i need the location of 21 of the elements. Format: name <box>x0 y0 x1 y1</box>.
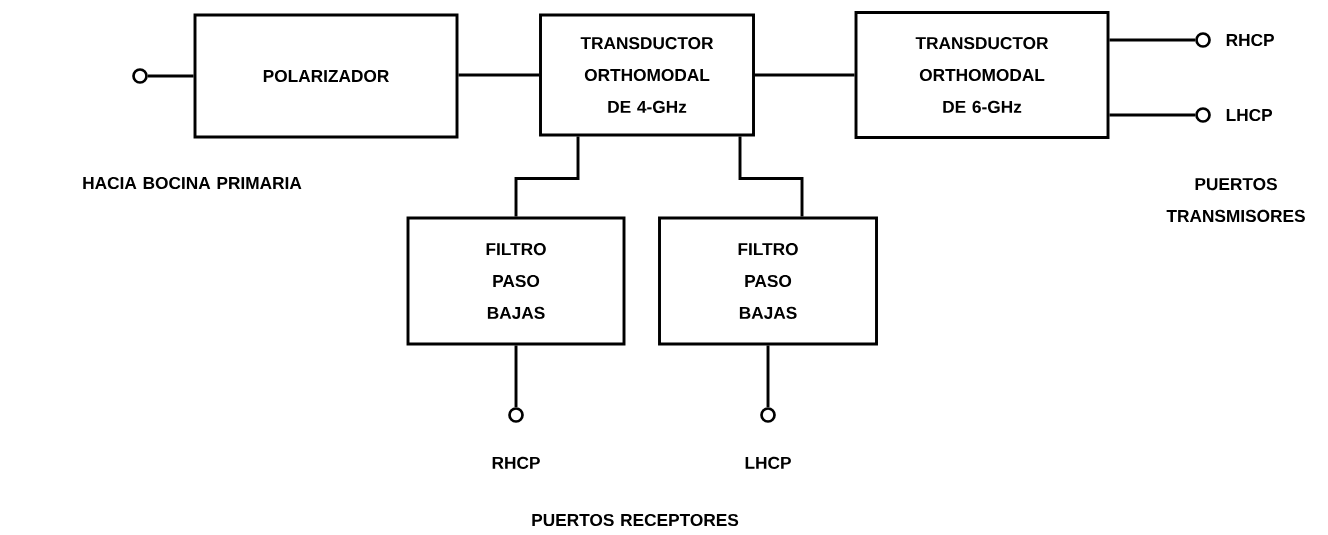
block-box: FILTRO PASO BAJAS <box>658 216 878 346</box>
caption-text: PUERTOS RECEPTORES <box>532 513 739 527</box>
port-label: LHCP <box>745 456 791 469</box>
connector-line <box>755 73 855 77</box>
connector-line <box>458 73 540 77</box>
connector-line <box>514 136 580 217</box>
caption-text: HACIA BOCINA PRIMARIA <box>83 176 302 190</box>
block-box: FILTRO PASO BAJAS <box>406 216 626 346</box>
caption-text: PUERTOS TRANSMISORES <box>1166 177 1305 223</box>
port-label: LHCP <box>1226 108 1273 122</box>
block-box: POLARIZADOR <box>193 13 459 139</box>
connector-line <box>147 74 194 78</box>
connector-line <box>514 345 518 408</box>
block-box: TRANSDUCTOR ORTHOMODAL DE 6-GHz <box>854 11 1110 139</box>
connector-line <box>1109 38 1196 42</box>
port-label: RHCP <box>492 456 540 469</box>
connector-line <box>1109 113 1196 117</box>
connector-line <box>738 136 804 217</box>
port-label: RHCP <box>1226 33 1274 47</box>
block-box: TRANSDUCTOR ORTHOMODAL DE 4-GHz <box>539 13 755 137</box>
connector-line <box>766 345 770 408</box>
